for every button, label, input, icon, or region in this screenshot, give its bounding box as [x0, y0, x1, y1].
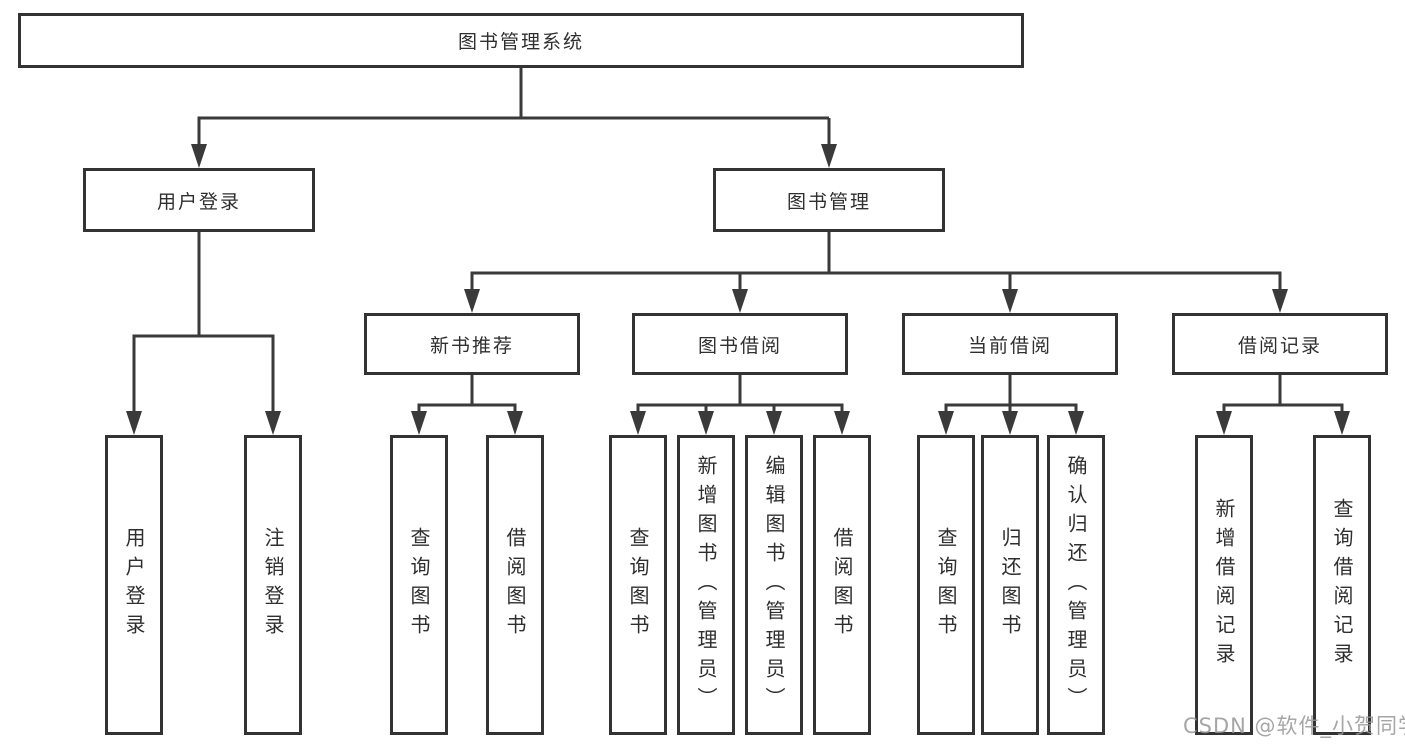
leaf-confirm-return-admin: 确认归还（管理员）: [1047, 435, 1105, 735]
leaf-query-books-current: 查询图书: [917, 435, 975, 735]
leaf-borrow-books: 借阅图书: [813, 435, 871, 735]
arrowheads: [126, 144, 1350, 435]
leaf-add-borrow-record: 新增借阅记录: [1195, 435, 1253, 735]
leaf-query-borrow-record: 查询借阅记录: [1313, 435, 1371, 735]
leaf-query-books-borrow: 查询图书: [609, 435, 667, 735]
node-book-management: 图书管理: [713, 168, 945, 232]
csdn-watermark: CSDN @软件_小贺同学: [1183, 714, 1405, 738]
leaf-edit-book-admin: 编辑图书（管理员）: [745, 435, 803, 735]
leaf-logout: 注销登录: [244, 435, 302, 735]
leaf-add-book-admin: 新增图书（管理员）: [677, 435, 735, 735]
node-library-management-system: 图书管理系统: [18, 13, 1024, 68]
leaf-query-books-recommend: 查询图书: [390, 435, 448, 735]
node-book-borrow: 图书借阅: [632, 313, 848, 375]
leaf-return-book: 归还图书: [981, 435, 1039, 735]
node-new-book-recommend: 新书推荐: [364, 313, 580, 375]
node-current-borrow: 当前借阅: [902, 313, 1118, 375]
node-borrow-records: 借阅记录: [1172, 313, 1388, 375]
leaf-user-login: 用户登录: [105, 435, 163, 735]
leaf-borrow-books-recommend: 借阅图书: [486, 435, 544, 735]
node-user-login: 用户登录: [83, 168, 315, 232]
